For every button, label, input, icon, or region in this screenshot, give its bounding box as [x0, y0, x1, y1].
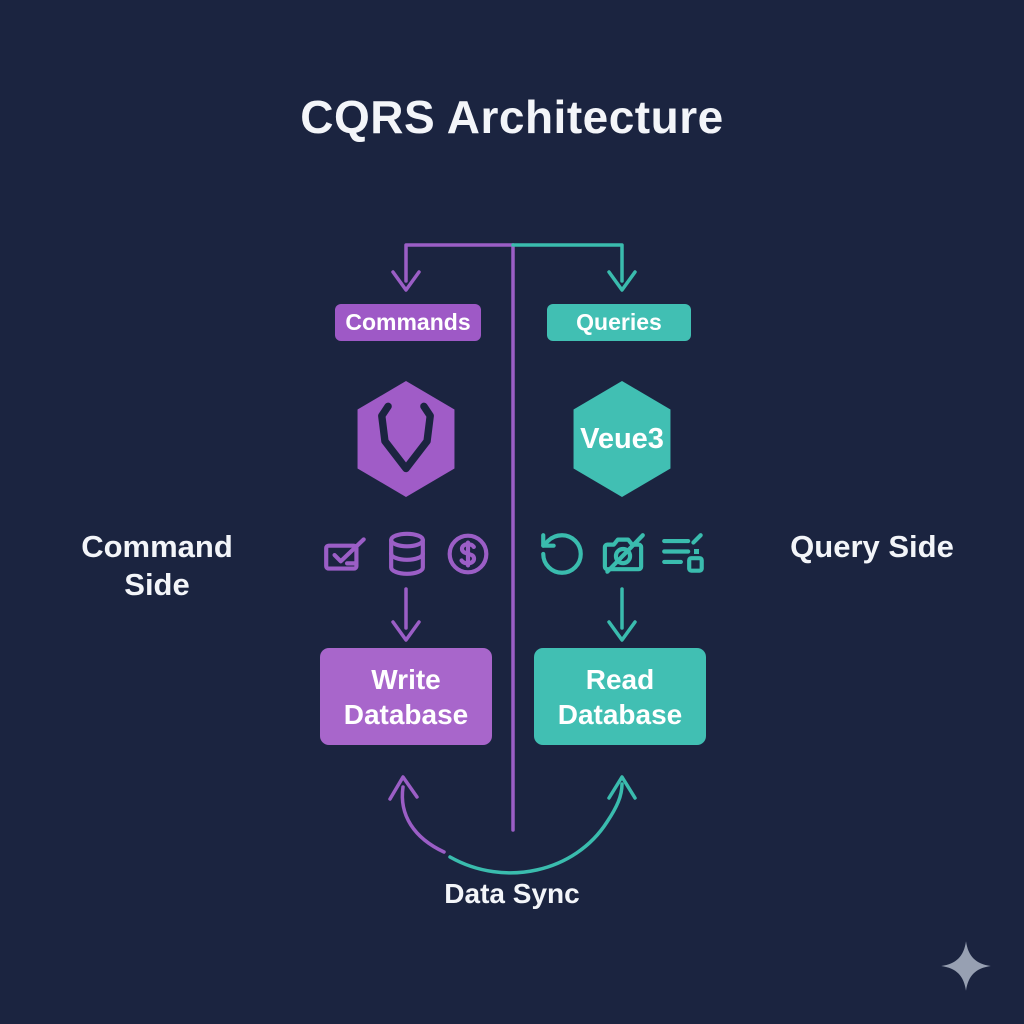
data-sync-arrowhead-left — [388, 775, 419, 801]
query-hexagon: Veue3 — [567, 380, 677, 498]
read-database-box: Read Database — [534, 648, 706, 745]
query-side-label: Query Side — [790, 529, 954, 564]
data-sync-label: Data Sync — [444, 878, 580, 909]
command-hexagon — [351, 380, 461, 498]
write-db-arrowhead — [391, 620, 421, 642]
command-branch-arrowhead — [391, 270, 421, 292]
data-sync-curve-teal — [448, 782, 624, 875]
query-icon-row — [537, 527, 709, 581]
angular-shield-icon — [357, 381, 455, 497]
hexagon-shape — [573, 381, 671, 497]
page-title: CQRS Architecture — [300, 91, 724, 143]
dollar-circle-icon — [447, 533, 489, 575]
command-side-label: Command Side — [81, 529, 233, 602]
write-database-box: Write Database — [320, 648, 492, 745]
database-cylinder-icon — [389, 531, 425, 576]
query-hexagon-label: Veue3 — [580, 422, 664, 455]
queries-badge: Queries — [547, 304, 691, 341]
checkbox-check-icon — [324, 537, 366, 571]
camera-slash-icon — [602, 533, 645, 574]
list-settings-icon — [662, 533, 704, 573]
sparkle-icon — [941, 941, 991, 991]
data-sync-arrowhead-right — [607, 775, 637, 800]
query-branch-line — [511, 243, 624, 283]
commands-badge: Commands — [335, 304, 481, 341]
command-icon-row — [321, 527, 493, 581]
rotate-ccw-icon — [541, 533, 583, 575]
data-sync-curve-purple — [400, 785, 446, 854]
read-db-arrowhead — [607, 620, 637, 642]
query-branch-arrowhead — [607, 270, 637, 292]
command-branch-line — [404, 243, 515, 283]
